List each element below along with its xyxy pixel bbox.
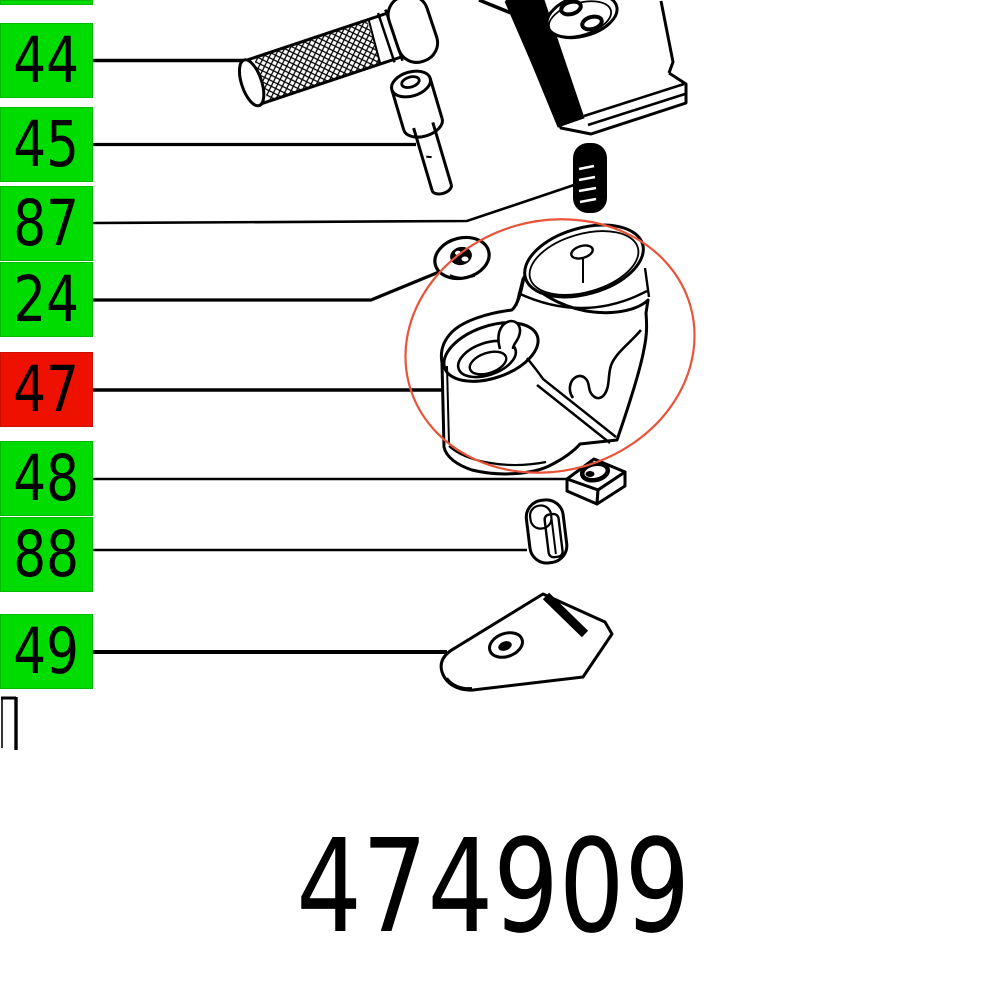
handle-head-knob[interactable] <box>383 0 443 67</box>
washer-drawing[interactable] <box>430 232 493 284</box>
drum-side-lines[interactable] <box>514 267 651 307</box>
bolt-shaft[interactable] <box>412 121 453 191</box>
washer-thickness-line[interactable] <box>449 274 476 279</box>
product-code: 474909 <box>0 823 1000 952</box>
bolt-head-sides[interactable] <box>390 77 444 131</box>
plug-inner-cap[interactable] <box>528 504 553 530</box>
cam-slot-wave[interactable] <box>568 329 642 400</box>
block-right-edge[interactable] <box>659 0 675 74</box>
part-label-47-text: 47 <box>13 353 80 426</box>
cam-hook-detail[interactable] <box>497 319 522 350</box>
nut-thread-mark[interactable] <box>585 471 595 477</box>
clipped-frame-fragment <box>1 696 18 750</box>
handle-body-outline[interactable] <box>243 11 402 107</box>
cylinder-left-inner-line[interactable] <box>446 365 450 445</box>
drum-flange-arc[interactable] <box>517 289 648 310</box>
handle-end-cap[interactable] <box>235 57 269 109</box>
block-outline[interactable] <box>504 0 688 136</box>
handle-collar-line-1[interactable] <box>376 12 396 63</box>
housing-top-edges[interactable] <box>526 357 617 444</box>
part-label-24[interactable]: 24 <box>0 262 93 337</box>
clamping-block-drawing[interactable] <box>478 0 688 136</box>
plate-outline[interactable] <box>439 592 614 692</box>
block-hole-2[interactable] <box>580 14 604 32</box>
part-label-87-text: 87 <box>13 187 80 260</box>
clamp-plate-drawing[interactable] <box>439 592 614 692</box>
boss-hole[interactable] <box>467 347 509 378</box>
part-label-44-text: 44 <box>13 24 80 97</box>
leader-line-87 <box>92 182 578 225</box>
nut-right-face[interactable] <box>595 470 627 506</box>
bolt-socket-hole[interactable] <box>400 75 421 90</box>
block-hole-1[interactable] <box>559 0 583 17</box>
block-rail-lines[interactable] <box>583 82 686 127</box>
plate-hole-center[interactable] <box>497 639 513 652</box>
cam-housing-drawing[interactable] <box>436 212 652 476</box>
leader-line-24 <box>93 270 440 302</box>
square-nut-drawing[interactable] <box>565 457 627 506</box>
drum-center-hole[interactable] <box>570 243 594 261</box>
plate-thickness-line[interactable] <box>446 677 473 690</box>
part-label-47-selected[interactable]: 47 <box>0 352 93 427</box>
bolt-tip[interactable] <box>430 184 453 196</box>
spring-coil-gaps[interactable] <box>578 164 597 204</box>
part-label-87[interactable]: 87 <box>0 186 93 261</box>
part-label-48[interactable]: 48 <box>0 441 93 516</box>
cylinder-bottom-rim[interactable] <box>448 445 547 467</box>
part-label-24-text: 24 <box>13 263 80 336</box>
product-code-text: 474909 <box>296 812 690 962</box>
washer-hole-highlight-2[interactable] <box>461 256 469 262</box>
bolt-drawing[interactable] <box>388 67 462 199</box>
part-label-45-text: 45 <box>13 108 80 181</box>
handle-knurl-edge[interactable] <box>366 19 383 65</box>
selection-callout-ellipse <box>404 218 696 474</box>
plug-drawing[interactable] <box>524 498 569 565</box>
drum-top-rim[interactable] <box>522 220 646 307</box>
part-label-88-text: 88 <box>13 518 80 591</box>
part-label-49[interactable]: 49 <box>0 614 93 689</box>
spring-drawing[interactable] <box>573 143 607 213</box>
part-label-48-text: 48 <box>13 442 80 515</box>
part-label-88[interactable]: 88 <box>0 517 93 592</box>
bolt-shaft-mark[interactable] <box>426 155 432 159</box>
plate-bend-band[interactable] <box>542 592 589 638</box>
plug-slot[interactable] <box>543 512 564 559</box>
part-label-44[interactable]: 44 <box>0 23 93 98</box>
part-label-49-text: 49 <box>13 615 80 688</box>
leader-lines <box>92 58 578 654</box>
lever-handle-drawing[interactable] <box>231 0 442 118</box>
bolt-head-bottom[interactable] <box>402 118 446 142</box>
block-leader-stub[interactable] <box>478 0 512 15</box>
part-label-45[interactable]: 45 <box>0 107 93 182</box>
plug-slot-line[interactable] <box>550 517 557 555</box>
part-label-clipped[interactable] <box>0 0 93 5</box>
handle-knurl-grip[interactable] <box>254 20 381 101</box>
